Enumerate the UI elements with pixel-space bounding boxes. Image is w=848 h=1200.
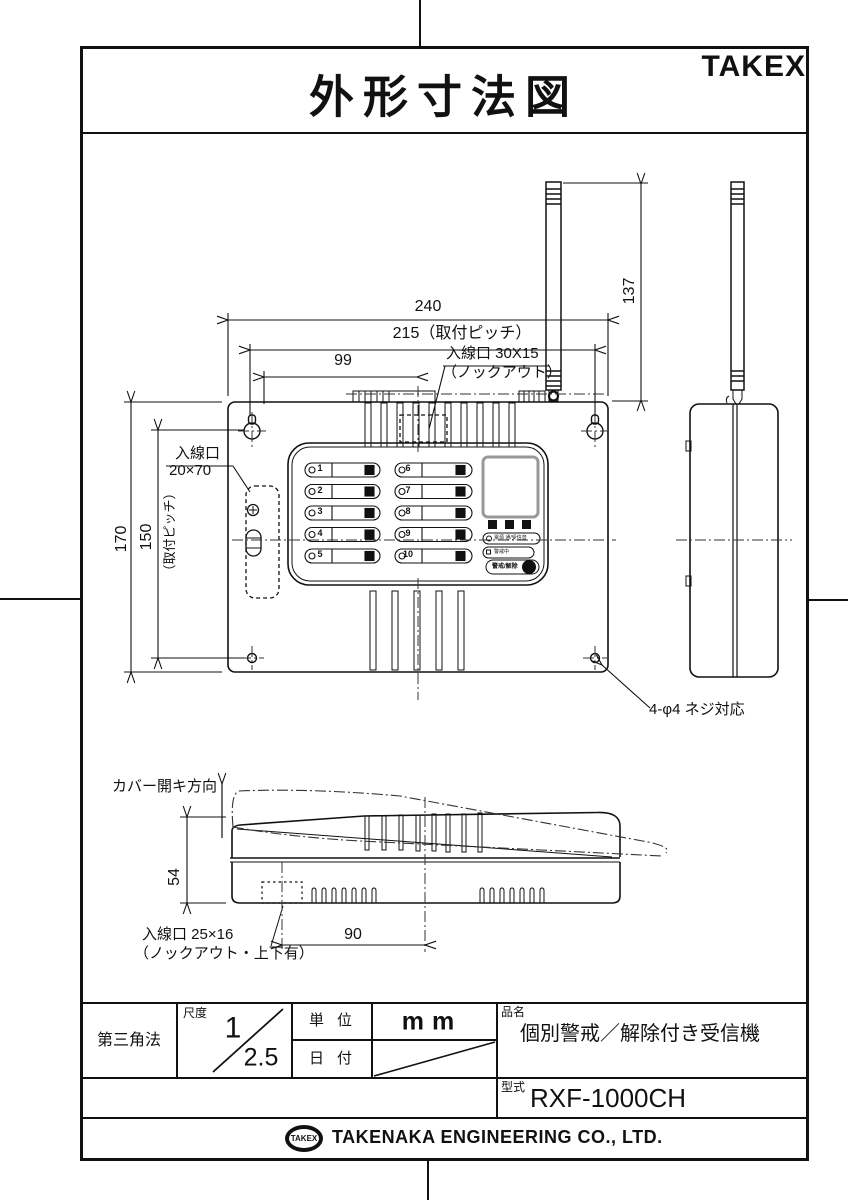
inlet-top-label-2: （ノックアウト） — [442, 364, 562, 381]
dim-99-label: 99 — [334, 352, 352, 370]
profile-base — [231, 862, 621, 904]
channel-label-8: 8 — [405, 506, 411, 516]
top-tab-vents — [352, 390, 546, 402]
unit-value: mm — [401, 1007, 463, 1036]
product-value: 個別警戒／解除付き受信機 — [520, 1023, 760, 1045]
side-view — [685, 181, 779, 678]
model-label: 型式 — [501, 1080, 526, 1094]
dim-170-label: 170 — [113, 525, 131, 553]
footer-company: TAKENAKA ENGINEERING CO., LTD. — [332, 1127, 663, 1147]
inlet-left-label-2: 20×70 — [169, 462, 212, 479]
unit-label: 単位 — [309, 1012, 366, 1029]
front-view — [227, 181, 609, 673]
inlet-bottom-label-1: 入線口 25×16 — [142, 926, 234, 943]
footer-logo-text: TAKEX — [290, 1134, 318, 1143]
page-title: 外形寸法図 — [308, 71, 580, 123]
dim-137-label: 137 — [621, 277, 639, 305]
inlet-top-leader — [428, 365, 446, 430]
inlet-top-label-1: 入線口 30X15 — [446, 345, 539, 362]
antenna-side — [725, 181, 745, 405]
channel-rows-left — [304, 462, 381, 564]
display-window — [481, 455, 540, 519]
channel-label-4: 4 — [317, 527, 323, 538]
scale-numerator: 1 — [224, 1011, 242, 1045]
scale-label: 尺度 — [183, 1006, 208, 1020]
scale-denominator: 2.5 — [243, 1043, 279, 1072]
channel-label-9: 9 — [405, 527, 411, 538]
projection-method: 第三角法 — [96, 1032, 162, 1050]
dim-150-label: 150 — [138, 523, 156, 551]
footer-logo: TAKEX — [285, 1125, 323, 1152]
status-leds — [488, 520, 531, 529]
date-blank-slash — [373, 1041, 496, 1077]
top-vent-slots — [364, 402, 516, 448]
profile-base-vents — [311, 887, 545, 903]
button-label: 警戒/解除 — [492, 564, 518, 570]
screw-note-leader — [602, 665, 651, 709]
product-label: 品名 — [501, 1005, 526, 1019]
dimension-lines — [124, 183, 651, 945]
antenna-screw — [547, 390, 560, 402]
inlet-left-label-1: 入線口 — [175, 445, 221, 462]
inlet-left-leader — [232, 465, 251, 493]
knockout-top — [399, 414, 448, 443]
indicator-pills — [482, 532, 541, 575]
brand-logo-text: TAKEX — [701, 50, 806, 83]
channel-rows-right — [394, 462, 473, 564]
channel-label-5: 5 — [317, 549, 323, 559]
indicator-label-2: 警戒中 — [494, 549, 510, 555]
knockout-bottom — [261, 881, 303, 904]
channel-label-7: 7 — [405, 484, 411, 495]
profile-cover-slots — [364, 812, 483, 853]
screw-note-label: 4-φ4 ネジ対応 — [649, 701, 745, 718]
channel-label-6: 6 — [405, 463, 411, 473]
dim-90-label: 90 — [344, 926, 362, 944]
scale-slash — [212, 1008, 284, 1073]
bottom-view — [222, 784, 668, 947]
open-cover-phantom — [231, 789, 668, 857]
title-block-lines — [81, 1002, 808, 1119]
antenna-front — [545, 181, 562, 402]
cover-direction-label: カバー開キ方向 — [112, 778, 218, 795]
channel-label-1: 1 — [317, 463, 323, 473]
date-label: 日付 — [309, 1050, 366, 1067]
knockout-left — [245, 485, 280, 599]
dim-150-note: （取付ピッチ） — [161, 486, 177, 578]
profile-cover — [231, 811, 621, 858]
indicator-label-1: 電源 通/受信音 — [494, 535, 527, 541]
bottom-vent-slots — [369, 590, 465, 671]
inlet-bottom-label-2: （ノックアウト・上下有） — [134, 945, 314, 962]
channel-label-10: 10 — [402, 549, 413, 559]
dim-54-label: 54 — [166, 868, 184, 886]
dim-240-label: 240 — [414, 298, 442, 316]
model-value: RXF-1000CH — [530, 1083, 687, 1113]
channel-label-3: 3 — [317, 506, 323, 516]
knockout-bottom-leader — [270, 905, 284, 947]
dim-215-label: 215（取付ピッチ） — [392, 325, 532, 343]
channel-label-2: 2 — [317, 484, 323, 495]
set-release-button — [522, 560, 536, 574]
